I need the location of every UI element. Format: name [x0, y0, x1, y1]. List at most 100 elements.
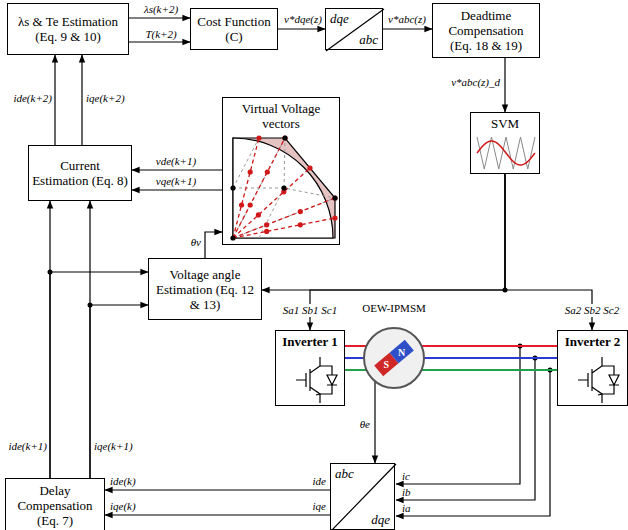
- signal-label: vde(k+1): [156, 155, 196, 168]
- signal-label: Sa2 Sb2 Sc2: [563, 304, 621, 317]
- virtual-vector-dot: [332, 215, 337, 220]
- virtual-vector-ray: [233, 168, 310, 238]
- signal-label: θv: [191, 236, 201, 249]
- node-label: Virtual Voltage vectors: [226, 101, 336, 131]
- transform-diagonal: [331, 464, 396, 530]
- signal-arrow: [375, 381, 376, 463]
- node-label: Delay Compensation (Eq. 7): [9, 483, 101, 528]
- signal-label: vqe(k+1): [156, 175, 196, 188]
- inverter-box: Inverter 1: [275, 330, 345, 406]
- signal-label: λs(k+2): [144, 3, 178, 16]
- node-label: Voltage angle Estimation (Eq. 12 & 13): [152, 267, 258, 312]
- connector-line: [50, 272, 148, 478]
- virtual-vector-dot: [298, 209, 303, 214]
- connector-line: [129, 17, 190, 18]
- signal-label: iqe(k+1): [94, 440, 133, 453]
- virtual-vector-dot: [282, 135, 287, 140]
- hexagon-sector: [233, 138, 335, 238]
- signal-label: v*dqe(z): [284, 13, 322, 26]
- virtual-vector-dot: [264, 229, 269, 234]
- igbt-symbol: [296, 357, 337, 403]
- node-label: Inverter 2: [565, 334, 621, 349]
- frame-label: abc: [359, 32, 378, 47]
- signal-label: ide(k): [110, 475, 136, 488]
- motor-symbol: OEW-IPMSM: [355, 298, 433, 390]
- connector-line: [129, 41, 190, 42]
- igbt-symbol: [578, 357, 619, 403]
- vector-diagram-box: Virtual Voltage vectors: [222, 97, 340, 245]
- connector-line: [54, 55, 55, 145]
- process-box: Cost Function (C): [190, 8, 278, 50]
- connector-line: [504, 58, 505, 112]
- phase-wire: [345, 345, 367, 347]
- virtual-vector-dot: [307, 165, 312, 170]
- process-box: Delay Compensation (Eq. 7): [5, 478, 105, 530]
- signal-label: T(k+2): [145, 28, 176, 41]
- virtual-vector-dot: [239, 202, 244, 207]
- connector-line: [81, 55, 82, 145]
- connector-line: [105, 489, 330, 490]
- connector-line: [132, 189, 222, 190]
- reference-wave: [477, 141, 535, 165]
- transform-diagonal: [326, 9, 384, 51]
- virtual-vector-ray: [233, 138, 285, 238]
- phase-wire: [421, 369, 557, 371]
- node-label: Cost Function (C): [194, 14, 274, 44]
- phase-wire: [424, 357, 557, 359]
- phase-wire: [345, 369, 367, 371]
- signal-label: v*abc(z): [388, 13, 426, 26]
- signal-label: θe: [360, 418, 370, 431]
- signal-arrow: [132, 190, 222, 191]
- connector-line: [90, 305, 148, 478]
- frame-label: dqe: [330, 11, 349, 26]
- virtual-vector-ray: [233, 218, 335, 238]
- signal-label: iqe: [313, 500, 326, 513]
- node-label: Inverter 1: [282, 334, 338, 349]
- signal-arrow: [129, 42, 190, 43]
- signal-arrow: [105, 515, 330, 516]
- basic-vector-dot: [282, 135, 287, 140]
- grid-lines: [233, 138, 335, 238]
- signal-label: ide(k+2): [13, 92, 52, 105]
- frame-label: abc: [335, 466, 354, 481]
- signal-arrow: [505, 174, 592, 330]
- virtual-vector-dot: [256, 212, 261, 217]
- connector-line: [374, 381, 375, 463]
- virtual-vector-dot: [332, 195, 337, 200]
- diode-lines: [320, 366, 337, 394]
- signal-arrow: [82, 55, 83, 145]
- connector-line: [132, 169, 222, 170]
- signal-arrow: [105, 490, 330, 491]
- frame-label: dqe: [371, 512, 390, 527]
- signal-arrow: [129, 18, 190, 19]
- signal-label: ide(k+1): [8, 440, 47, 453]
- signal-arrow: [205, 232, 222, 258]
- basic-vector-dot: [230, 235, 235, 240]
- signal-label: iqe(k+2): [86, 92, 125, 105]
- estimation-box: Voltage angle Estimation (Eq. 12 & 13): [148, 258, 262, 320]
- rotor-magnet: [374, 340, 414, 376]
- signal-label: Sa1 Sb1 Sc1: [281, 304, 339, 317]
- modulator-box: SVM: [470, 112, 540, 174]
- phase-wires: [421, 346, 557, 370]
- signal-arrow: [132, 170, 222, 171]
- connector-line: [205, 232, 222, 258]
- magnet-north: [390, 340, 414, 364]
- node-label: SVM: [491, 116, 519, 131]
- estimation-box: Current Estimation (Eq. 8): [28, 145, 132, 201]
- node-label: Current Estimation (Eq. 8): [32, 158, 128, 188]
- virtual-vector-ray: [233, 138, 259, 238]
- signal-arrow: [55, 55, 56, 145]
- transform-box: dqeabc: [325, 8, 383, 50]
- signal-arrow: [50, 272, 148, 478]
- signal-label: ic: [402, 470, 410, 483]
- phase-wire: [345, 357, 364, 359]
- virtual-vector-dot: [256, 135, 261, 140]
- basic-vector-dot: [281, 185, 286, 190]
- diode-lines: [602, 366, 619, 394]
- estimation-box: λs & Te Estimation (Eq. 9 & 10): [7, 3, 129, 55]
